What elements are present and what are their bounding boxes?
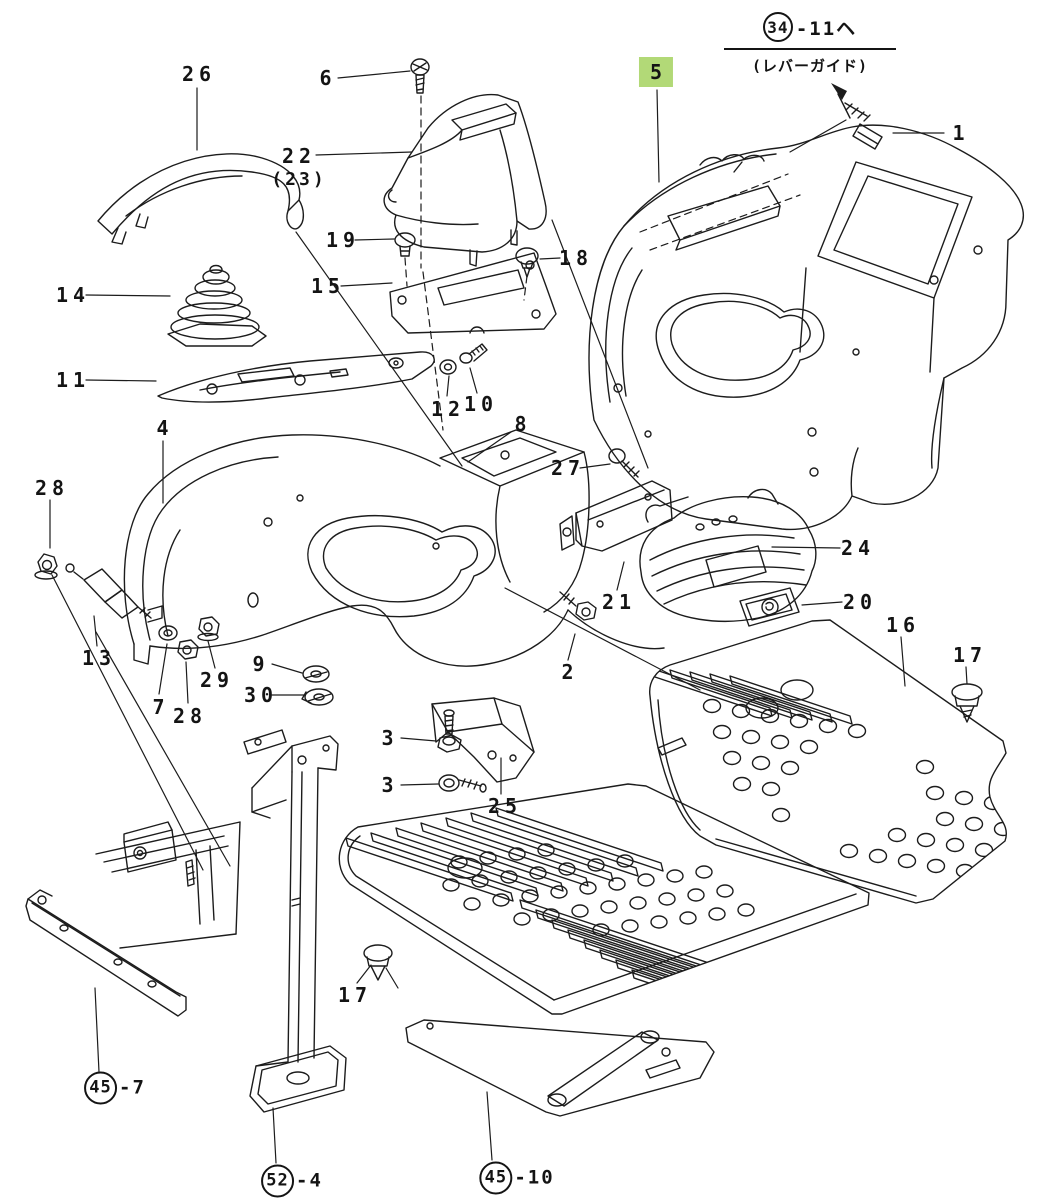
part-label-13[interactable]: 13 — [81, 646, 117, 670]
circle-number: 45 — [479, 1161, 513, 1195]
nut-29 — [197, 616, 220, 642]
bolt-1 — [844, 102, 883, 150]
bolt-10 — [459, 343, 488, 364]
part-label-26[interactable]: 26 — [181, 62, 217, 86]
part-label-12[interactable]: 12 — [430, 397, 466, 421]
part-body-5 — [588, 124, 1025, 531]
part-plate-15 — [389, 252, 557, 334]
leader-lines — [49, 70, 968, 1164]
reference-circle-number: 34 — [762, 12, 793, 42]
part-label-16[interactable]: 16 — [885, 613, 921, 637]
part-label-45-7[interactable]: 45-7 — [80, 1071, 146, 1105]
circle-suffix: -10 — [514, 1166, 555, 1189]
part-label-22[interactable]: 22 — [281, 144, 317, 168]
reference-note-target[interactable]: 34 -11ヘ — [724, 12, 896, 50]
circle-number: 45 — [84, 1071, 118, 1105]
circle-suffix: -7 — [119, 1076, 146, 1099]
reference-arrow — [831, 83, 851, 119]
part-lamp-24 — [639, 488, 817, 622]
part-boot-14 — [167, 264, 267, 347]
part-label-24[interactable]: 24 — [840, 536, 876, 560]
washer-12 — [439, 359, 457, 375]
part-panel-11 — [157, 351, 435, 403]
part-plate-20 — [739, 587, 800, 627]
bolt-2 — [559, 591, 597, 621]
part-frame-45-7 — [25, 821, 241, 1017]
part-label-20[interactable]: 20 — [842, 590, 878, 614]
part-label-11[interactable]: 11 — [55, 368, 91, 392]
bolt-19 — [394, 232, 416, 257]
reference-note: 34 -11ヘ (レバーガイド) — [724, 12, 896, 76]
bolt-27 — [608, 448, 640, 478]
part-label-23[interactable]: (23) — [271, 169, 327, 190]
part-label-17a[interactable]: 17 — [952, 643, 988, 667]
part-label-14[interactable]: 14 — [55, 283, 91, 307]
part-label-18[interactable]: 18 — [558, 246, 594, 270]
clip-17-right — [951, 683, 983, 723]
washer-7 — [158, 625, 178, 641]
part-label-17b[interactable]: 17 — [337, 983, 373, 1007]
grommet-9 — [302, 665, 330, 683]
bolt-3b — [438, 774, 487, 793]
part-floor-mat-16 — [649, 619, 1007, 904]
part-fender-trim-26 — [97, 153, 305, 245]
part-label-8[interactable]: 8 — [514, 412, 532, 436]
part-label-9[interactable]: 9 — [252, 652, 270, 676]
part-label-6[interactable]: 6 — [319, 66, 337, 90]
part-label-2[interactable]: 2 — [561, 660, 579, 684]
clip-17-left — [363, 944, 393, 981]
grommet-30 — [301, 688, 334, 706]
reference-suffix: -11ヘ — [795, 17, 858, 40]
part-panel-45-10 — [405, 1019, 715, 1117]
part-label-28b[interactable]: 28 — [172, 704, 208, 728]
part-label-30[interactable]: 30 — [243, 683, 279, 707]
part-label-21[interactable]: 21 — [601, 590, 637, 614]
part-label-19[interactable]: 19 — [325, 228, 361, 252]
part-label-52-4[interactable]: 52-4 — [257, 1164, 323, 1198]
part-body-4 — [123, 429, 665, 667]
part-label-1[interactable]: 1 — [952, 121, 970, 145]
part-label-10[interactable]: 10 — [463, 392, 499, 416]
part-label-25[interactable]: 25 — [487, 794, 523, 818]
part-label-15[interactable]: 15 — [310, 274, 346, 298]
nut-28a — [34, 553, 58, 580]
part-label-45-10[interactable]: 45-10 — [475, 1161, 555, 1195]
nut-28b — [177, 639, 199, 660]
part-bracket-21 — [559, 480, 673, 552]
bolt-6 — [410, 58, 430, 94]
part-label-3a[interactable]: 3 — [381, 726, 399, 750]
circle-suffix: -4 — [296, 1169, 323, 1192]
part-label-7[interactable]: 7 — [152, 695, 170, 719]
hidden-lines — [404, 95, 801, 431]
circle-number: 52 — [261, 1164, 295, 1198]
valve-13 — [65, 563, 152, 619]
reference-caption: (レバーガイド) — [751, 57, 869, 75]
part-label-3b[interactable]: 3 — [381, 773, 399, 797]
part-label-4[interactable]: 4 — [156, 416, 174, 440]
part-bracket-25 — [431, 697, 535, 783]
bolt-3a — [437, 709, 462, 753]
part-label-28a[interactable]: 28 — [34, 476, 70, 500]
part-label-29[interactable]: 29 — [199, 668, 235, 692]
part-label-5-selected[interactable]: 5 — [638, 57, 674, 87]
part-column-52-4 — [243, 729, 347, 1113]
part-label-27[interactable]: 27 — [550, 456, 586, 480]
part-lever-cover-22 — [383, 93, 547, 267]
